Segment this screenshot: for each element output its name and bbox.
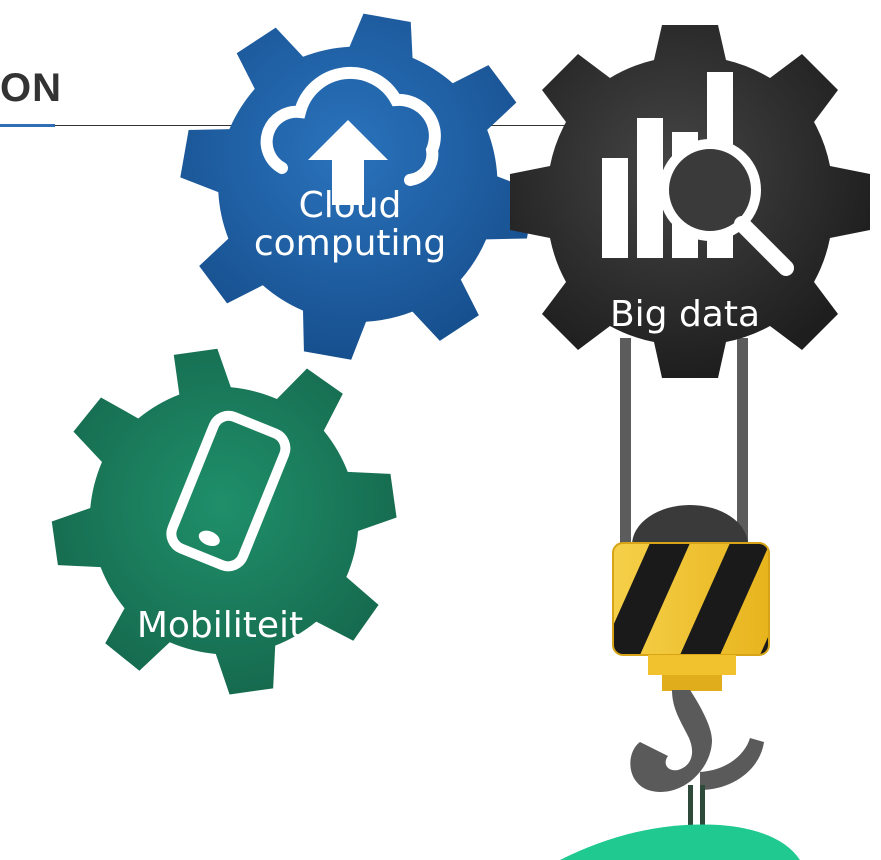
mobility-gear-label: Mobiliteit <box>136 605 304 646</box>
cloud-label-line2: computing <box>253 222 447 264</box>
mobility-gear <box>51 348 397 695</box>
heading-accent-underline <box>0 124 55 127</box>
cloud-label-line1: Cloud <box>298 185 402 226</box>
bar-chart-magnifier-icon <box>602 72 794 276</box>
crane-hook <box>612 505 770 860</box>
page-heading: ON <box>0 66 62 110</box>
accent-shape <box>560 824 800 860</box>
cloud-upload-icon <box>260 66 441 205</box>
smartphone-icon <box>166 410 291 572</box>
big-data-gear-label: Big data <box>609 294 761 335</box>
crane-cable <box>620 338 748 543</box>
cloud-gear-label: Cloud computing <box>240 187 460 263</box>
